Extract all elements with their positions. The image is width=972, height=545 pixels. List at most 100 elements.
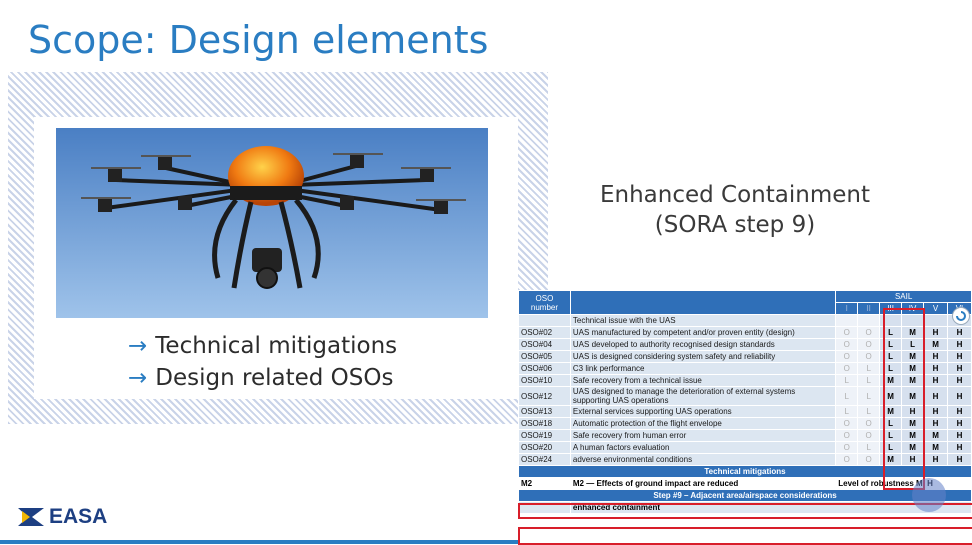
robustness-level: M xyxy=(879,453,903,466)
robustness-level: O xyxy=(857,429,881,442)
oso-description: UAS manufactured by competent and/or pro… xyxy=(569,326,837,339)
table-row: Technical issue with the UAS xyxy=(518,314,972,327)
robustness-level: H xyxy=(947,362,972,375)
oso-description: UAS is designed considering system safet… xyxy=(569,350,837,363)
sail-level-header: II xyxy=(857,302,881,315)
oso-number: OSO#20 xyxy=(518,441,571,454)
robustness-level: O xyxy=(857,350,881,363)
arrow-right-icon: → xyxy=(128,333,148,359)
robustness-level: O xyxy=(857,326,881,339)
sail-level-header: III xyxy=(879,302,903,315)
oso-description: UAS designed to manage the deterioration… xyxy=(569,386,837,406)
header-oso-number: OSO number xyxy=(518,290,571,315)
enhanced-containment-heading: Enhanced Containment (SORA step 9) xyxy=(599,182,870,238)
oso-description: adverse environmental conditions xyxy=(569,453,837,466)
robustness-level: M xyxy=(901,362,925,375)
m2-number: M2 xyxy=(518,477,571,490)
robustness-level: L xyxy=(879,441,903,454)
robustness-level: O xyxy=(835,338,859,351)
m2-robustness: Level of robustness M, H xyxy=(835,477,972,490)
oso-number: OSO#13 xyxy=(518,405,571,418)
enhanced-containment-row: enhanced containment xyxy=(569,501,972,514)
oso-description: Automatic protection of the flight envel… xyxy=(569,417,837,430)
robustness-level: H xyxy=(923,362,948,375)
robustness-level xyxy=(857,314,881,327)
robustness-level: L xyxy=(879,350,903,363)
robustness-level: M xyxy=(923,338,948,351)
robustness-level: L xyxy=(879,362,903,375)
robustness-level: M xyxy=(879,386,903,406)
robustness-level: M xyxy=(923,441,948,454)
robustness-level: O xyxy=(857,338,881,351)
scroll-indicator-icon[interactable] xyxy=(952,307,970,325)
oso-description: Safe recovery from human error xyxy=(569,429,837,442)
robustness-level: H xyxy=(923,453,948,466)
robustness-level: O xyxy=(835,417,859,430)
oso-description: A human factors evaluation xyxy=(569,441,837,454)
robustness-level: O xyxy=(835,350,859,363)
robustness-level: O xyxy=(835,453,859,466)
oso-number: OSO#06 xyxy=(518,362,571,375)
robustness-level: M xyxy=(923,429,948,442)
robustness-level: M xyxy=(901,386,925,406)
robustness-level xyxy=(901,314,925,327)
bottom-accent-bar xyxy=(0,540,518,544)
oso-number: OSO#10 xyxy=(518,374,571,387)
header-sail: SAIL xyxy=(835,290,972,303)
oso-number: OSO#18 xyxy=(518,417,571,430)
robustness-level: H xyxy=(923,350,948,363)
sail-level-header: I xyxy=(835,302,859,315)
oso-number: OSO#12 xyxy=(518,386,571,406)
robustness-level: M xyxy=(901,350,925,363)
oso-number: OSO#02 xyxy=(518,326,571,339)
robustness-level xyxy=(923,314,948,327)
pointer-cursor xyxy=(912,478,946,512)
robustness-level: L xyxy=(857,405,881,418)
robustness-level: H xyxy=(947,386,972,406)
easa-logo: EASA xyxy=(18,505,107,529)
oso-description: C3 link performance xyxy=(569,362,837,375)
robustness-level: H xyxy=(947,405,972,418)
robustness-level: L xyxy=(857,374,881,387)
bullet-item: →Technical mitigations xyxy=(128,333,398,359)
sail-level-header: IV xyxy=(901,302,925,315)
robustness-level: H xyxy=(947,326,972,339)
oso-description: Technical issue with the UAS xyxy=(569,314,837,327)
bullet-item: →Design related OSOs xyxy=(128,365,394,391)
robustness-level xyxy=(879,314,903,327)
oso-number: OSO#19 xyxy=(518,429,571,442)
oso-number: OSO#04 xyxy=(518,338,571,351)
arrow-right-icon: → xyxy=(128,365,148,391)
robustness-level: H xyxy=(947,374,972,387)
robustness-level: H xyxy=(923,417,948,430)
oso-description: UAS developed to authority recognised de… xyxy=(569,338,837,351)
robustness-level: M xyxy=(879,405,903,418)
robustness-level: O xyxy=(835,362,859,375)
oso-number: OSO#05 xyxy=(518,350,571,363)
bullet-list: →Technical mitigations →Design related O… xyxy=(128,330,397,394)
easa-logo-icon xyxy=(18,508,44,526)
robustness-level: H xyxy=(923,405,948,418)
drone-photo xyxy=(56,128,488,318)
robustness-level: L xyxy=(879,417,903,430)
robustness-level: L xyxy=(835,405,859,418)
robustness-level: L xyxy=(857,362,881,375)
slide-title: Scope: Design elements xyxy=(28,18,489,62)
robustness-level: M xyxy=(901,417,925,430)
robustness-level: L xyxy=(879,338,903,351)
robustness-level: L xyxy=(901,338,925,351)
robustness-level: M xyxy=(879,374,903,387)
robustness-level: L xyxy=(857,441,881,454)
robustness-level: L xyxy=(835,386,859,406)
robustness-level: H xyxy=(947,429,972,442)
oso-description: Safe recovery from a technical issue xyxy=(569,374,837,387)
robustness-level: H xyxy=(923,386,948,406)
